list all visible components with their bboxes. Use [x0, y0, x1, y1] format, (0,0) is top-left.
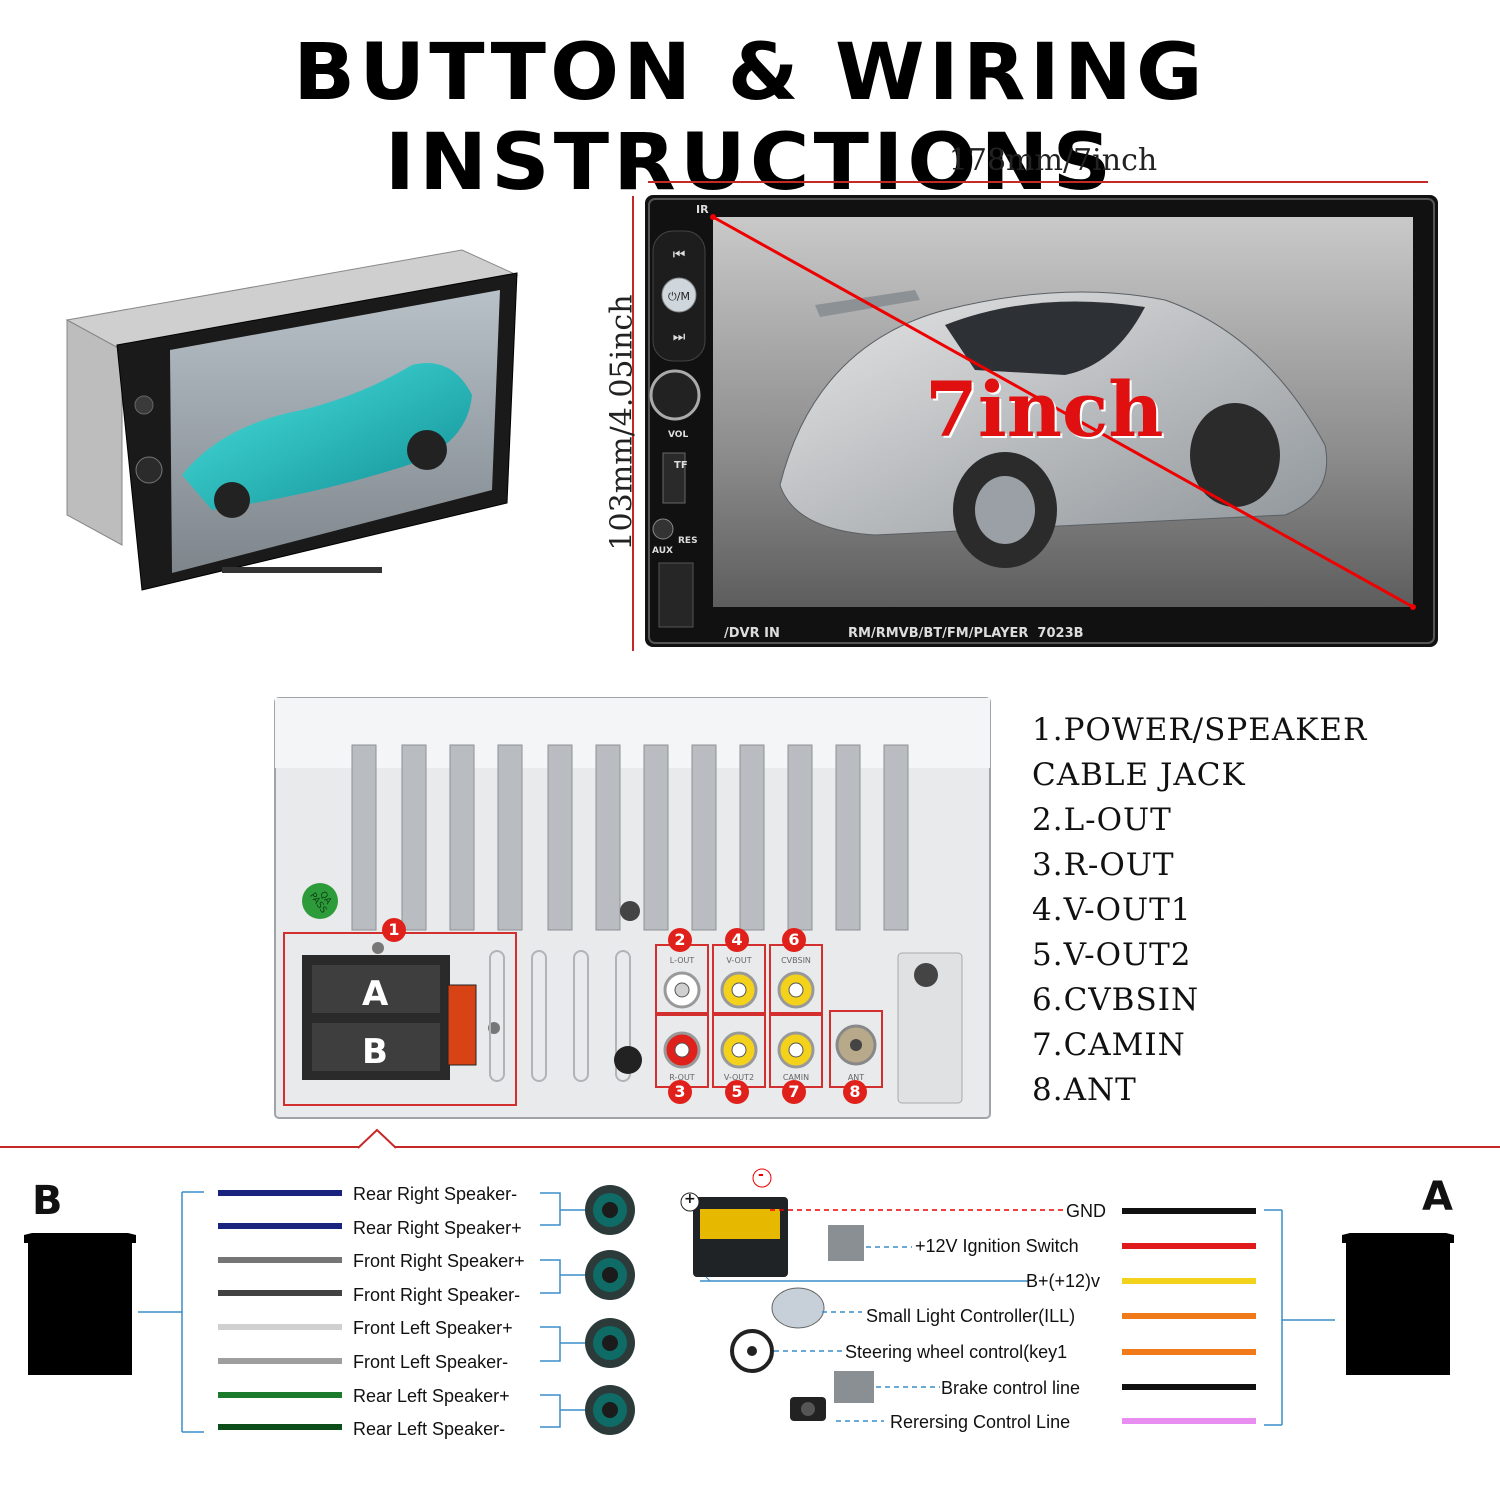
silkscreen-v-out: V-OUT — [726, 956, 752, 965]
wire-a-3 — [1122, 1278, 1256, 1284]
wire-label-a: Steering wheel control(key1 — [845, 1342, 1068, 1362]
wiring-diagram — [24, 1168, 1454, 1435]
connector-b-label: B — [362, 1032, 388, 1072]
svg-text:⏻/M: ⏻/M — [668, 290, 690, 303]
front-ir-label: IR — [696, 203, 709, 216]
wire-label-a: Small Light Controller(ILL) — [866, 1306, 1076, 1326]
connector-b-letter: B — [32, 1178, 63, 1224]
front-res-label: RES — [678, 536, 698, 546]
connector-a-letter: A — [1422, 1174, 1453, 1220]
wire-b-1 — [218, 1190, 342, 1196]
port-marker-7: 7 — [782, 1080, 806, 1104]
wire-a-5 — [1122, 1349, 1256, 1355]
svg-text:⏮: ⏮ — [673, 247, 686, 263]
wire-label-a: Brake control line — [941, 1378, 1081, 1398]
wire-label-a: B+(+12)v — [1026, 1271, 1101, 1291]
silkscreen-l-out: L-OUT — [669, 956, 695, 965]
wire-label-a: +12V Ignition Switch — [915, 1236, 1079, 1256]
connector-a-plug — [1342, 1233, 1454, 1375]
battery-minus-label: - — [758, 1167, 764, 1183]
reverse-camera-icon — [790, 1397, 826, 1421]
port-marker-5: 5 — [725, 1080, 749, 1104]
ports-legend-item: 8.ANT — [1032, 1072, 1137, 1108]
width-dimension-line — [648, 181, 1428, 183]
port-marker-4: 4 — [725, 928, 749, 952]
front-tf-label: TF — [674, 460, 688, 471]
wire-a-2 — [1122, 1243, 1256, 1249]
ports-legend-item: 7.CAMIN — [1032, 1027, 1186, 1063]
ports-legend-item: 2.L-OUT — [1032, 802, 1172, 838]
front-aux-label: AUX — [652, 546, 673, 556]
wire-label-b: Front Right Speaker+ — [353, 1251, 525, 1271]
wire-b-8 — [218, 1424, 342, 1430]
ports-legend-item: CABLE JACK — [1032, 757, 1246, 793]
wire-a-1 — [1122, 1208, 1256, 1214]
wire-b-4 — [218, 1290, 342, 1296]
wire-label-b: Rear Left Speaker+ — [353, 1386, 510, 1406]
port-marker-8: 8 — [843, 1080, 867, 1104]
wire-b-6 — [218, 1358, 342, 1364]
head-unit-front-view: ⏮ ⏻/M ⏭ — [645, 195, 1438, 647]
silkscreen-v-out2: V-OUT2 — [723, 1073, 755, 1082]
brake-icon — [834, 1371, 874, 1403]
ports-legend-item: 6.CVBSIN — [1032, 982, 1200, 1018]
connector-b-plug — [24, 1233, 136, 1375]
wire-b-3 — [218, 1257, 342, 1263]
wire-label-b: Front Left Speaker- — [353, 1352, 509, 1372]
connector-a-label: A — [362, 974, 389, 1014]
svg-text:⏭: ⏭ — [673, 329, 686, 345]
page-title: BUTTON & WIRING INSTRUCTIONS — [293, 28, 1207, 208]
wire-label-b: Rear Right Speaker- — [353, 1184, 518, 1204]
wire-b-7 — [218, 1392, 342, 1398]
height-dimension-label: 103mm/4.05inch — [604, 294, 640, 551]
wire-a-6 — [1122, 1384, 1256, 1390]
screen-size-badge: 7inch — [925, 365, 1164, 454]
wire-label-a: GND — [1066, 1201, 1106, 1221]
divider-notch — [358, 1128, 397, 1149]
wire-a-7 — [1122, 1418, 1256, 1424]
width-dimension-label: 178mm/7inch — [948, 143, 1158, 178]
wire-label-a: Rerersing Control Line — [890, 1412, 1071, 1432]
wire-b-2 — [218, 1223, 342, 1229]
port-marker-3: 3 — [668, 1080, 692, 1104]
ports-legend-item: 1.POWER/SPEAKER — [1032, 712, 1368, 748]
speaker-icons — [585, 1185, 635, 1435]
head-unit-3d-image — [65, 249, 519, 591]
ignition-switch-icon — [828, 1225, 864, 1261]
silkscreen-cvbsin: CVBSIN — [781, 956, 811, 965]
wire-label-b: Front Right Speaker- — [353, 1285, 521, 1305]
port-marker-1: 1 — [382, 918, 406, 942]
back-panel-image — [274, 697, 991, 1119]
ports-legend: 1.POWER/SPEAKER CABLE JACK 2.L-OUT 3.R-O… — [1032, 708, 1482, 1113]
headlight-icon — [771, 1287, 825, 1329]
wire-a-4 — [1122, 1313, 1256, 1319]
wire-label-b: Rear Left Speaker- — [353, 1419, 506, 1439]
silkscreen-camin: CAMIN — [782, 1073, 810, 1082]
battery-plus-label: + — [684, 1191, 696, 1207]
wire-b-5 — [218, 1324, 342, 1330]
ports-legend-item: 4.V-OUT1 — [1032, 892, 1192, 928]
battery-icon — [680, 1168, 788, 1282]
front-dvr-label: /DVR IN — [724, 626, 780, 641]
front-model-label: RM/RMVB/BT/FM/PLAYER 7023B — [848, 626, 1084, 641]
steering-wheel-icon — [730, 1329, 774, 1373]
section-divider — [0, 1146, 1500, 1148]
silkscreen-r-out: R-OUT — [669, 1073, 695, 1082]
height-dimension-line — [632, 196, 634, 651]
wire-label-b: Rear Right Speaker+ — [353, 1218, 522, 1238]
ports-legend-item: 5.V-OUT2 — [1032, 937, 1192, 973]
silkscreen-ant: ANT — [847, 1073, 865, 1082]
front-vol-label: VOL — [668, 430, 689, 440]
wire-label-b: Front Left Speaker+ — [353, 1318, 513, 1338]
port-marker-6: 6 — [782, 928, 806, 952]
ports-legend-item: 3.R-OUT — [1032, 847, 1175, 883]
port-marker-2: 2 — [668, 928, 692, 952]
